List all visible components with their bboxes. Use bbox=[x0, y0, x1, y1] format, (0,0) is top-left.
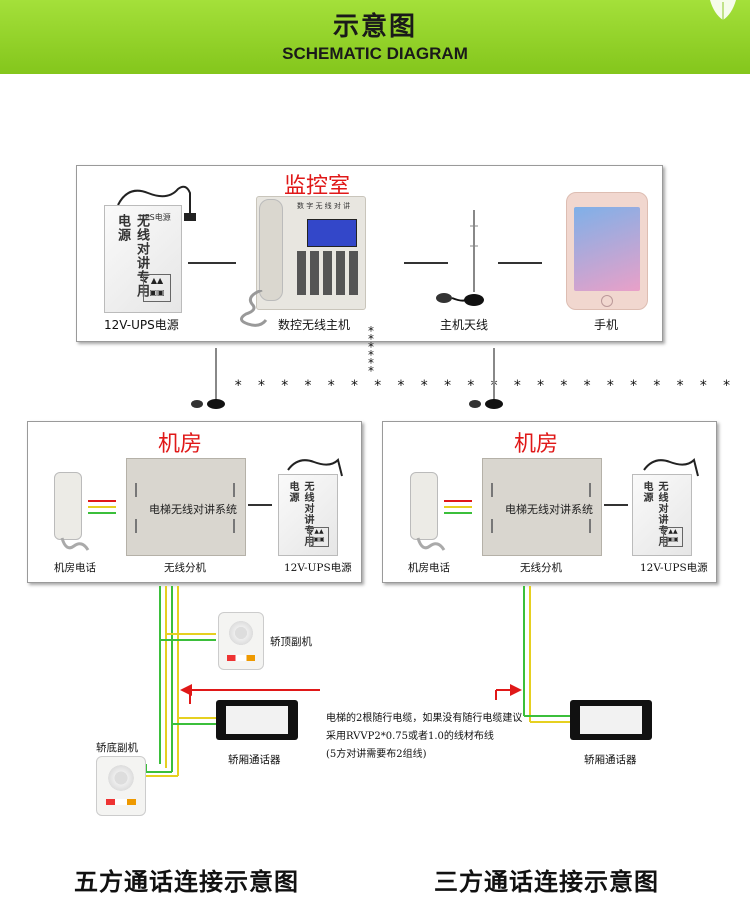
desk-phone-host: 数 字 无 线 对 讲 bbox=[256, 196, 366, 310]
wire-red bbox=[88, 500, 116, 502]
cabinet-slot bbox=[491, 519, 493, 533]
home-button-icon bbox=[601, 295, 613, 307]
footer-title-right: 三方通话连接示意图 bbox=[434, 868, 659, 896]
machine-room-item-label: 机房电话 bbox=[54, 562, 96, 574]
cabinet-slot bbox=[589, 519, 591, 533]
cabinet-slot bbox=[233, 519, 235, 533]
cabinet-slot bbox=[233, 483, 235, 497]
ups-brand-label: UPS电源 bbox=[139, 213, 171, 222]
cabinet-left: 电梯无线对讲系统 bbox=[126, 458, 246, 556]
machine-room-item-label: 无线分机 bbox=[164, 562, 206, 574]
machine-room-item-label: 无线分机 bbox=[520, 562, 562, 574]
ups-vertical-text: 无线对讲专用电源 bbox=[287, 481, 313, 547]
ups-vertical-text: 无线对讲专用电源 bbox=[115, 214, 149, 298]
antenna-icon-left bbox=[191, 348, 225, 409]
wiring-left bbox=[145, 586, 320, 777]
wire-green bbox=[88, 512, 116, 514]
speaker-grille bbox=[106, 763, 136, 793]
antenna-icon-right bbox=[469, 348, 503, 409]
coiled-cord-icon bbox=[240, 290, 268, 327]
cabinet-right: 电梯无线对讲系统 bbox=[482, 458, 602, 556]
cabinet-text: 电梯无线对讲系统 bbox=[149, 503, 237, 516]
ups-warning-icon: ▲▲▣▣ bbox=[309, 527, 329, 547]
ups-power-box: UPS电源 无线对讲专用电源 ▲▲▣▣ bbox=[104, 205, 182, 313]
wiring-right bbox=[495, 586, 570, 723]
wiring-note-line2: 采用RVVP2*0.75或者1.0的线材布线 bbox=[326, 731, 494, 742]
machine-room-phone-icon-right bbox=[410, 472, 438, 540]
machine-room-phone-icon-left bbox=[54, 472, 82, 540]
wiring-note-line3: (5方对讲需要布2组线) bbox=[326, 749, 427, 760]
cabinet-text: 电梯无线对讲系统 bbox=[505, 503, 593, 516]
ups-warning-icon: ▲▲▣▣ bbox=[663, 527, 683, 547]
wireless-link-horizontal: * * * * * * * * * * * * * * * * * * * * … bbox=[234, 378, 735, 394]
leaf-icon bbox=[710, 0, 736, 20]
wire-yellow bbox=[88, 506, 116, 508]
car-intercom-label-left: 轿厢通话器 bbox=[228, 754, 281, 766]
intercom-label-plate bbox=[226, 706, 288, 734]
speaker-grille bbox=[227, 619, 255, 647]
coiled-cord-icon bbox=[60, 537, 90, 551]
mobile-phone-icon bbox=[566, 192, 648, 310]
cabinet-slot bbox=[589, 483, 591, 497]
speaker-indicator bbox=[106, 799, 136, 805]
connector-line bbox=[404, 262, 448, 264]
ups-cable-icon bbox=[643, 458, 699, 477]
cabinet-slot bbox=[491, 483, 493, 497]
machine-room-item-label: 机房电话 bbox=[408, 562, 450, 574]
monitor-item-label-ups: 12V-UPS电源 bbox=[104, 318, 179, 332]
handset-icon bbox=[259, 199, 283, 301]
monitor-item-label-phone: 手机 bbox=[594, 318, 619, 332]
car-bottom-label: 轿底副机 bbox=[96, 742, 138, 754]
machine-room-item-label: 12V-UPS电源 bbox=[640, 562, 708, 574]
ups-power-box-right: 无线对讲专用电源 ▲▲▣▣ bbox=[632, 474, 692, 556]
wireless-link-vertical: * * * * * * bbox=[367, 324, 375, 378]
ups-power-box-left: 无线对讲专用电源 ▲▲▣▣ bbox=[278, 474, 338, 556]
wire-red bbox=[444, 500, 472, 502]
coiled-cord-icon bbox=[416, 537, 446, 551]
cabinet-slot bbox=[135, 519, 137, 533]
ups-warning-icon: ▲▲▣▣ bbox=[143, 274, 171, 302]
speaker-indicator bbox=[227, 655, 255, 661]
ups-vertical-text: 无线对讲专用电源 bbox=[641, 481, 667, 547]
wiring-note-line1: 电梯的2根随行电缆，如果没有随行电缆建议 bbox=[326, 713, 523, 724]
monitor-room-title: 监控室 bbox=[284, 174, 351, 199]
antenna-icon bbox=[436, 210, 484, 306]
connector-line bbox=[498, 262, 542, 264]
car-top-speaker-icon bbox=[218, 612, 264, 670]
ups-cable-icon bbox=[287, 458, 343, 477]
car-intercom-icon-right bbox=[570, 700, 652, 740]
header-banner bbox=[0, 0, 750, 74]
machine-room-title-left: 机房 bbox=[158, 432, 203, 457]
footer-title-left: 五方通话连接示意图 bbox=[74, 868, 299, 896]
page-title: 示意图 bbox=[332, 12, 417, 42]
page-subtitle: SCHEMATIC DIAGRAM bbox=[282, 44, 468, 63]
host-lcd-screen bbox=[307, 219, 357, 247]
car-intercom-label-right: 轿厢通话器 bbox=[584, 754, 637, 766]
phone-screen bbox=[574, 207, 640, 291]
cabinet-slot bbox=[135, 483, 137, 497]
connector-line bbox=[604, 504, 628, 506]
machine-room-title-right: 机房 bbox=[514, 432, 559, 457]
monitor-item-label-host: 数控无线主机 bbox=[278, 318, 351, 332]
car-intercom-icon-left bbox=[216, 700, 298, 740]
car-bottom-speaker-icon bbox=[96, 756, 146, 816]
wire-green bbox=[444, 512, 472, 514]
machine-room-item-label: 12V-UPS电源 bbox=[284, 562, 352, 574]
connector-line bbox=[188, 262, 236, 264]
host-keypad bbox=[297, 251, 361, 295]
host-panel-text: 数 字 无 线 对 讲 bbox=[297, 202, 351, 210]
intercom-label-plate bbox=[580, 706, 642, 734]
car-top-label: 轿顶副机 bbox=[270, 636, 312, 648]
wire-yellow bbox=[444, 506, 472, 508]
monitor-item-label-antenna: 主机天线 bbox=[440, 318, 489, 332]
connector-line bbox=[248, 504, 272, 506]
ups-cable-icon bbox=[117, 185, 196, 221]
